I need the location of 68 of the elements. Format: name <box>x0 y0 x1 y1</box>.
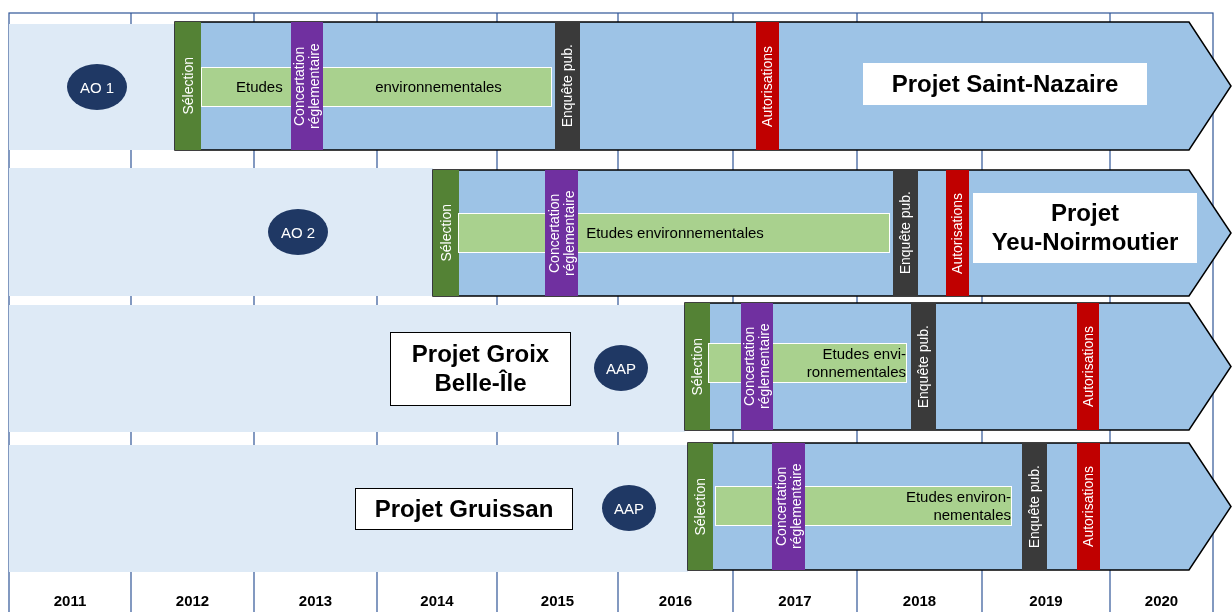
phase-label: Autorisations <box>1080 326 1096 407</box>
project-name-box <box>355 488 573 530</box>
project-timeline-band <box>688 443 1231 570</box>
project-name: Projet Groix Belle-Île <box>410 340 551 398</box>
phase-label: Concertation réglementaire <box>546 189 577 278</box>
year-label: 2012 <box>175 592 210 609</box>
year-label: 2013 <box>298 592 333 609</box>
authorisation-bar <box>1077 303 1099 430</box>
year-label: 2019 <box>1029 592 1063 609</box>
phase-label: Enquête pub. <box>916 324 931 409</box>
selection-bar <box>685 303 710 430</box>
phase-label: Sélection <box>180 57 196 115</box>
timeline-band <box>9 305 685 432</box>
project-timeline-band <box>685 303 1231 430</box>
authorisation-bar <box>1077 443 1100 570</box>
project-name: Projet Yeu-Noirmoutier <box>990 199 1180 257</box>
consultation-bar <box>741 303 773 430</box>
consultation-bar <box>291 22 323 150</box>
phase-label: Concertation réglementaire <box>773 462 804 552</box>
authorisation-bar <box>756 22 779 150</box>
studies-label: Etudes envi- ronnementales <box>805 344 906 381</box>
tender-label: AO 1 <box>79 78 115 96</box>
phase-label: Sélection <box>438 204 454 262</box>
studies-label: Etudes <box>236 77 284 96</box>
year-label: 2018 <box>902 592 937 609</box>
phase-label: Enquête pub. <box>1027 464 1042 549</box>
year-label: 2020 <box>1144 592 1179 609</box>
phase-label: Enquête pub. <box>560 44 575 128</box>
studies-label: environnementales <box>374 77 503 96</box>
year-label: 2016 <box>658 592 693 609</box>
year-label: 2011 <box>53 592 87 609</box>
project-name-box <box>973 193 1197 263</box>
project-timeline-band <box>175 22 1231 150</box>
public-inquiry-bar <box>1022 443 1047 570</box>
public-inquiry-bar <box>555 22 580 150</box>
phase-label: Autorisations <box>1081 466 1096 547</box>
selection-bar <box>433 170 459 296</box>
authorisation-bar <box>946 170 969 296</box>
call-for-tenders-oval <box>594 345 648 391</box>
year-label: 2015 <box>540 592 575 609</box>
phase-label: Concertation réglementaire <box>742 322 772 412</box>
phase-label: Sélection <box>693 477 708 536</box>
phase-label: Enquête pub. <box>898 191 913 275</box>
selection-bar <box>175 22 201 150</box>
public-inquiry-bar <box>911 303 936 430</box>
project-name-box <box>390 332 571 406</box>
timeline-band <box>9 168 433 296</box>
timeline-band <box>9 24 175 150</box>
phase-label: Autorisations <box>760 45 775 127</box>
consultation-bar <box>772 443 805 570</box>
project-timeline-band <box>433 170 1231 296</box>
public-inquiry-bar <box>893 170 918 296</box>
studies-label: Etudes environ- nementales <box>904 487 1011 524</box>
consultation-bar <box>545 170 578 296</box>
selection-bar <box>688 443 713 570</box>
call-for-tenders-oval <box>602 485 656 531</box>
project-name-box <box>863 63 1147 105</box>
tender-label: AAP <box>606 359 636 377</box>
timeline-band <box>9 445 688 572</box>
year-label: 2017 <box>778 592 812 609</box>
project-name: Projet Gruissan <box>374 494 554 524</box>
project-name: Projet Saint-Nazaire <box>891 69 1119 99</box>
year-label: 2014 <box>420 592 454 609</box>
phase-label: Concertation réglementaire <box>292 42 322 131</box>
tender-label: AO 2 <box>280 223 316 241</box>
phase-label: Sélection <box>690 337 705 396</box>
phase-label: Autorisations <box>950 192 965 274</box>
tender-label: AAP <box>614 499 644 517</box>
